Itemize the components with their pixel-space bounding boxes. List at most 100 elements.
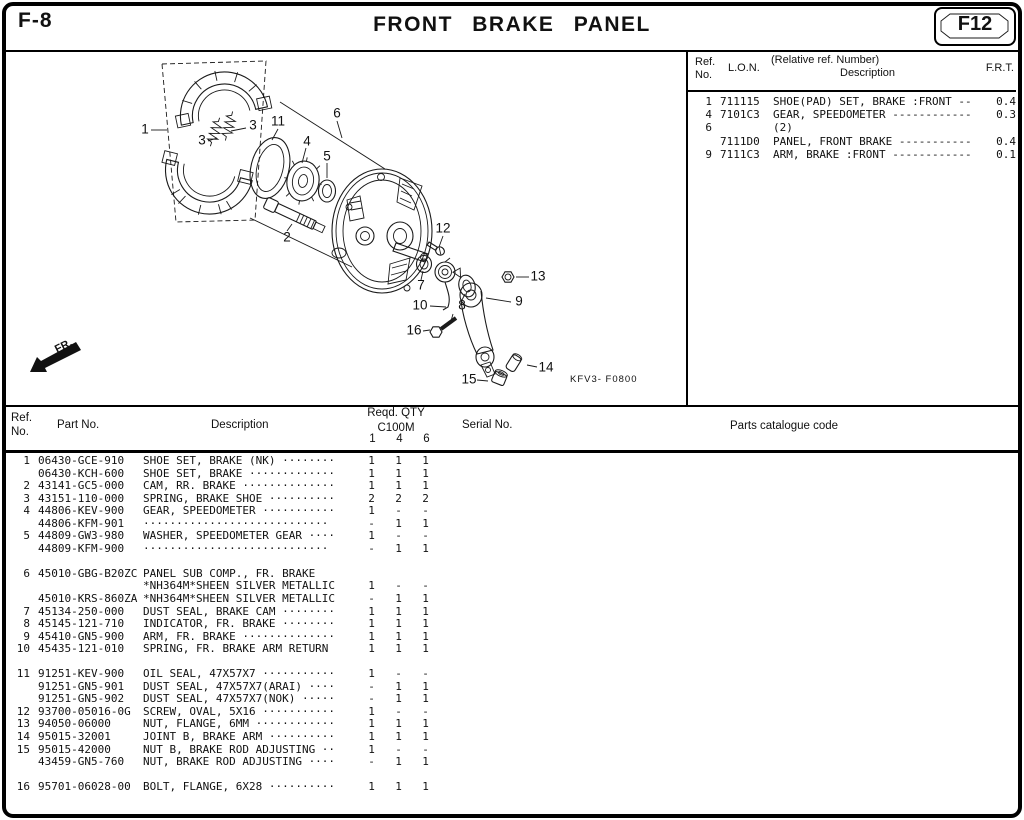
- cell-ref: 7: [23, 604, 30, 618]
- cell-q2: -: [395, 704, 402, 718]
- part-label-4: 4: [303, 134, 311, 149]
- adjusting-nut: [491, 369, 508, 387]
- part-label-9: 9: [515, 294, 523, 309]
- brake-cam: [263, 197, 326, 234]
- table-row: 45010-KRS-860ZA*NH364M*SHEEN SILVER META…: [0, 592, 1024, 605]
- cell-desc: ····························: [143, 541, 329, 555]
- cell-q1: 1: [368, 780, 375, 794]
- cell-q3: 1: [422, 516, 429, 530]
- cell-q2: 1: [395, 755, 402, 769]
- model-header: C100M: [377, 422, 415, 434]
- cell-q2: 1: [395, 592, 402, 606]
- cell-q1: 1: [368, 742, 375, 756]
- reference-header-rule: [688, 90, 1016, 92]
- cell-part: 91251-GN5-901: [38, 679, 125, 693]
- table-row-spacer: [0, 768, 1024, 781]
- part-label-11: 11: [271, 114, 285, 129]
- cell-q3: 1: [422, 454, 429, 467]
- cell-q1: -: [368, 679, 375, 693]
- cell-q1: 1: [368, 629, 375, 643]
- table-row: 6 45010-GBG-B20ZC PANEL SUB COMP., FR. BRA…: [0, 567, 1024, 580]
- cell-q2: 1: [395, 692, 402, 706]
- cell-desc: GEAR, SPEEDOMETER ···········: [143, 504, 336, 518]
- parts-ref-header: Ref.: [11, 412, 33, 424]
- cell-desc: DUST SEAL, 47X57X7(NOK) ·····: [143, 692, 336, 706]
- cell-desc: SHOE SET, BRAKE ·············: [143, 466, 336, 480]
- cell-part: 06430-GCE-910: [38, 454, 125, 467]
- cell-desc: SPRING, FR. BRAKE ARM RETURN: [143, 642, 329, 656]
- plate-icon: [940, 13, 1009, 39]
- ref-cell-ref: 4: [705, 108, 712, 122]
- cell-q3: 1: [422, 692, 429, 706]
- cell-q3: -: [422, 579, 429, 593]
- part-no-header: Part No.: [57, 419, 100, 431]
- cell-ref: 6: [23, 566, 30, 580]
- assembly-box: [161, 60, 267, 223]
- table-header-divider: [3, 450, 1021, 453]
- lon-header: L.O.N.: [728, 62, 760, 74]
- ref-cell-ref: 6: [705, 121, 712, 135]
- ref-cell-frt: 0.1: [996, 147, 1016, 161]
- cell-desc: SPRING, BRAKE SHOE ··········: [143, 491, 336, 505]
- cell-part: 43141-GC5-000: [38, 479, 125, 493]
- cell-q3: -: [422, 667, 429, 681]
- cell-desc: SCREW, OVAL, 5X16 ···········: [143, 704, 336, 718]
- cell-part: 45010-GBG-B20ZC: [38, 566, 138, 580]
- cell-desc: OIL SEAL, 47X57X7 ···········: [143, 667, 336, 681]
- cell-q2: 1: [395, 717, 402, 731]
- cell-desc: JOINT B, BRAKE ARM ··········: [143, 730, 336, 744]
- cell-q2: -: [395, 667, 402, 681]
- cell-q2: 1: [395, 454, 402, 467]
- ref-cell-lon: 7111D0: [720, 134, 760, 148]
- front-direction-arrow: FR.: [30, 337, 81, 372]
- cell-q2: 2: [395, 491, 402, 505]
- cell-ref: 3: [23, 491, 30, 505]
- cell-q1: -: [368, 516, 375, 530]
- table-row: 44809-KFM-900 ···························…: [0, 542, 1024, 555]
- cell-q3: 1: [422, 479, 429, 493]
- part-label-3: 3: [198, 133, 206, 148]
- cell-q3: 1: [422, 466, 429, 480]
- parts-ref-header-2: No.: [11, 426, 29, 438]
- ref-cell-lon: 7101C3: [720, 108, 760, 122]
- cell-q2: 1: [395, 604, 402, 618]
- ref-cell-lon: 711115: [720, 95, 760, 108]
- cell-q2: 1: [395, 466, 402, 480]
- cell-ref: 4: [23, 504, 30, 518]
- cam-dust-seal: [415, 254, 433, 274]
- cell-q1: 1: [368, 529, 375, 543]
- cell-q1: 1: [368, 667, 375, 681]
- cell-ref: 2: [23, 479, 30, 493]
- cell-q1: -: [368, 755, 375, 769]
- cell-part: 94050-06000: [38, 717, 111, 731]
- ref-cell-frt: 0.3: [996, 108, 1016, 122]
- cell-part: 45010-KRS-860ZA: [38, 592, 138, 606]
- ref-cell-desc: (2): [773, 121, 793, 135]
- cell-part: 91251-KEV-900: [38, 667, 125, 681]
- cell-q1: -: [368, 541, 375, 555]
- brake-shoe-spring: [220, 111, 237, 141]
- part-label-6: 6: [333, 106, 341, 121]
- part-label-2: 2: [283, 230, 291, 245]
- cell-part: 44806-KEV-900: [38, 504, 125, 518]
- cell-q3: -: [422, 704, 429, 718]
- cell-ref: 8: [23, 617, 30, 631]
- cell-part: 44809-KFM-900: [38, 541, 125, 555]
- cell-part: 43151-110-000: [38, 491, 125, 505]
- cell-ref: 11: [16, 667, 30, 681]
- cell-q3: 1: [422, 679, 429, 693]
- speedometer-washer: [317, 179, 337, 203]
- cell-q1: 1: [368, 479, 375, 493]
- cell-part: 45410-GN5-900: [38, 629, 125, 643]
- cell-desc: PANEL SUB COMP., FR. BRAKE: [143, 566, 316, 580]
